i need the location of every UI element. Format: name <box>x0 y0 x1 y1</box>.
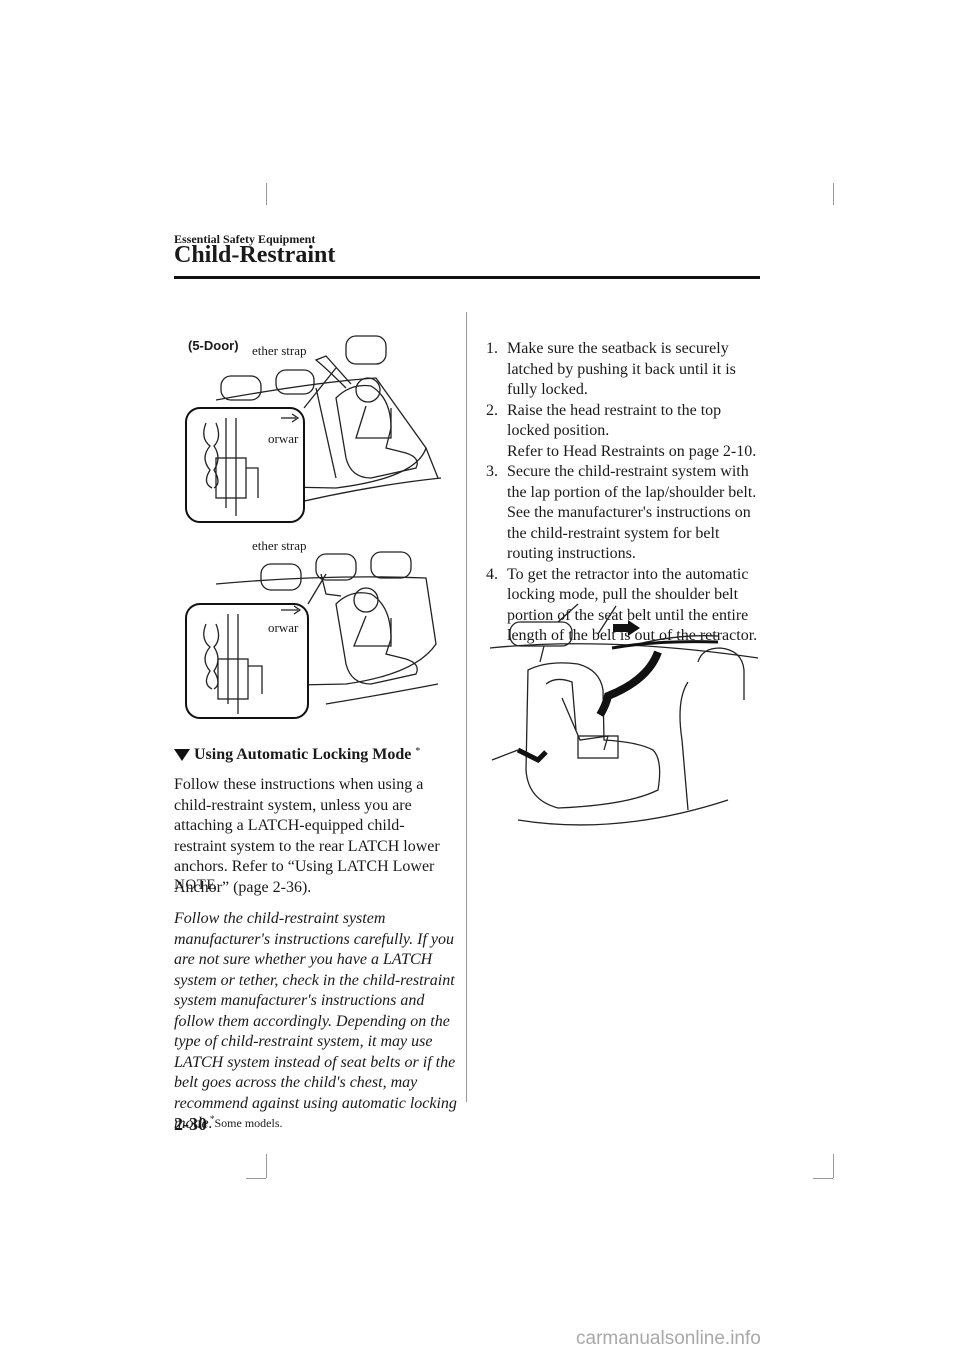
crop-mark-bottom-left-h <box>246 1178 266 1179</box>
step-text: Make sure the seatback is securely latch… <box>507 340 736 398</box>
list-item: 3. Secure the child-restraint system wit… <box>486 462 766 565</box>
heading-text: Using Automatic Locking Mode <box>194 746 412 763</box>
body-paragraph: Follow these instructions when using a c… <box>174 776 440 896</box>
seat-illustration-middle <box>185 551 439 719</box>
step-number: 3. <box>486 463 498 480</box>
forward-label: orwar <box>266 620 301 636</box>
step-number: 2. <box>486 401 498 419</box>
list-item: 4. To get the retractor into the automat… <box>486 565 766 647</box>
step-number: 1. <box>486 340 498 357</box>
step-text: Secure the child-restraint system with t… <box>507 463 757 501</box>
footnote: *Some models. <box>210 1114 283 1131</box>
page-number: 2-30 <box>174 1114 207 1134</box>
step-number: 4. <box>486 565 498 583</box>
footnote-asterisk: * <box>210 1114 215 1124</box>
column-divider <box>466 312 467 1102</box>
forward-label: orwar <box>266 431 301 447</box>
list-item: 1. Make sure the seatback is securely la… <box>486 339 766 401</box>
retractor-illustration <box>489 603 759 826</box>
list-item: 2. Raise the head restraint to the top l… <box>486 401 766 463</box>
step-subtext: Refer to Head Restraints on page 2-10. <box>507 442 757 460</box>
step-subtext: See the manufacturer's instructions on t… <box>507 504 751 562</box>
figure-tether-5door: (5-Door) ether strap orwar <box>176 328 456 528</box>
tether-strap-label: ether strap <box>250 343 309 359</box>
triangle-bullet-icon <box>174 749 190 761</box>
crop-mark-top-left <box>266 183 267 205</box>
step-text: To get the retractor into the automatic … <box>507 565 758 645</box>
note-label: NOTE <box>174 877 216 893</box>
heading-asterisk: * <box>415 746 421 757</box>
crop-mark-bottom-right-v <box>833 1154 834 1178</box>
figure-retractor <box>488 600 766 840</box>
steps-list: 1. Make sure the seatback is securely la… <box>486 339 766 647</box>
note-text: Follow the child-restraint system manufa… <box>174 910 457 1132</box>
figure-tether-sedan: ether strap orwar <box>176 534 456 724</box>
seat-illustration-top <box>185 335 442 523</box>
crop-mark-bottom-left-v <box>266 1154 267 1178</box>
crop-mark-bottom-right-h <box>813 1178 833 1179</box>
step-text: Raise the head restraint to the top lock… <box>507 401 722 440</box>
section-heading: Using Automatic Locking Mode* <box>174 746 420 764</box>
page-title: Child-Restraint <box>174 242 336 268</box>
watermark: carmanualsonline.info <box>576 1328 761 1349</box>
tether-strap-label: ether strap <box>250 538 309 554</box>
footnote-text: Some models. <box>214 1116 283 1130</box>
header-rule <box>174 276 760 279</box>
figure-variant-label: (5-Door) <box>188 338 239 353</box>
crop-mark-top-right <box>833 183 834 205</box>
section-label: Essential Safety Equipment <box>174 232 316 246</box>
